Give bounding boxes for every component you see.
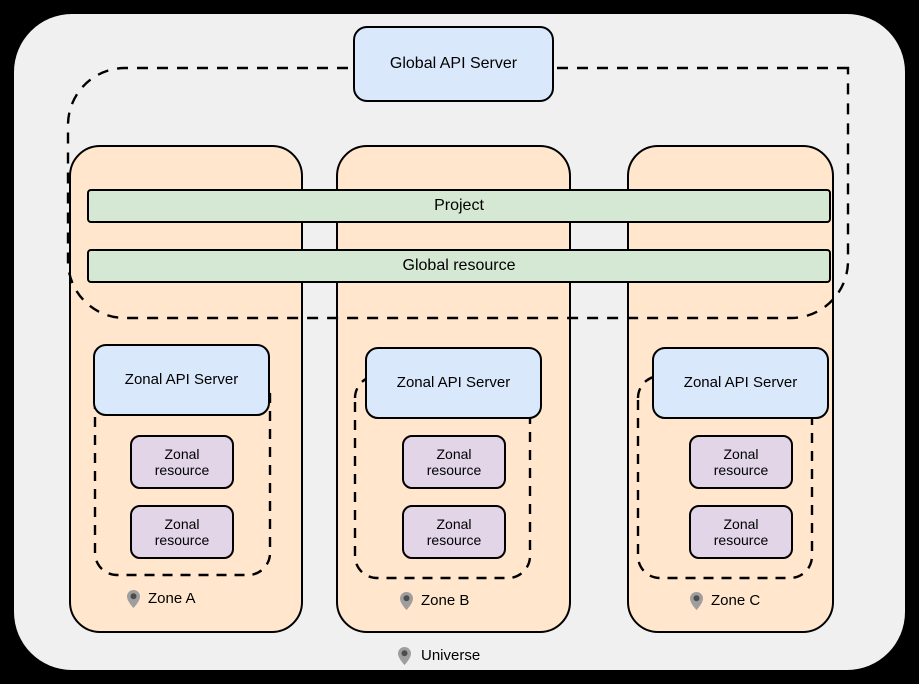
global-scope-boundary [66,66,850,320]
zonal-resource-a1-box[interactable] [130,435,234,489]
project-bar[interactable] [87,189,831,223]
zone-a-name: Zone A [148,590,196,607]
zonal-resource-a2-box[interactable] [130,505,234,559]
universe-name: Universe [421,647,481,664]
zone-c-name: Zone C [711,592,761,609]
zonal-resource-c2-box[interactable] [689,505,793,559]
zonal-api-server-c-box[interactable] [652,347,829,419]
global-api-server-box[interactable] [353,26,554,102]
global-resource-bar[interactable] [87,249,831,283]
zone-b-name: Zone B [421,592,470,609]
zonal-resource-b2-box[interactable] [402,505,506,559]
zonal-api-server-a-box[interactable] [93,344,270,416]
zonal-resource-boxes [130,435,793,559]
zonal-resource-c1-box[interactable] [689,435,793,489]
zone-b-tag: Zone B [421,592,469,609]
zonal-api-server-b-box[interactable] [365,347,542,419]
universe-tag: Universe [421,647,480,664]
zone-a-tag: Zone A [148,590,196,607]
zonal-resource-b1-box[interactable] [402,435,506,489]
zone-c-tag: Zone C [711,592,760,609]
